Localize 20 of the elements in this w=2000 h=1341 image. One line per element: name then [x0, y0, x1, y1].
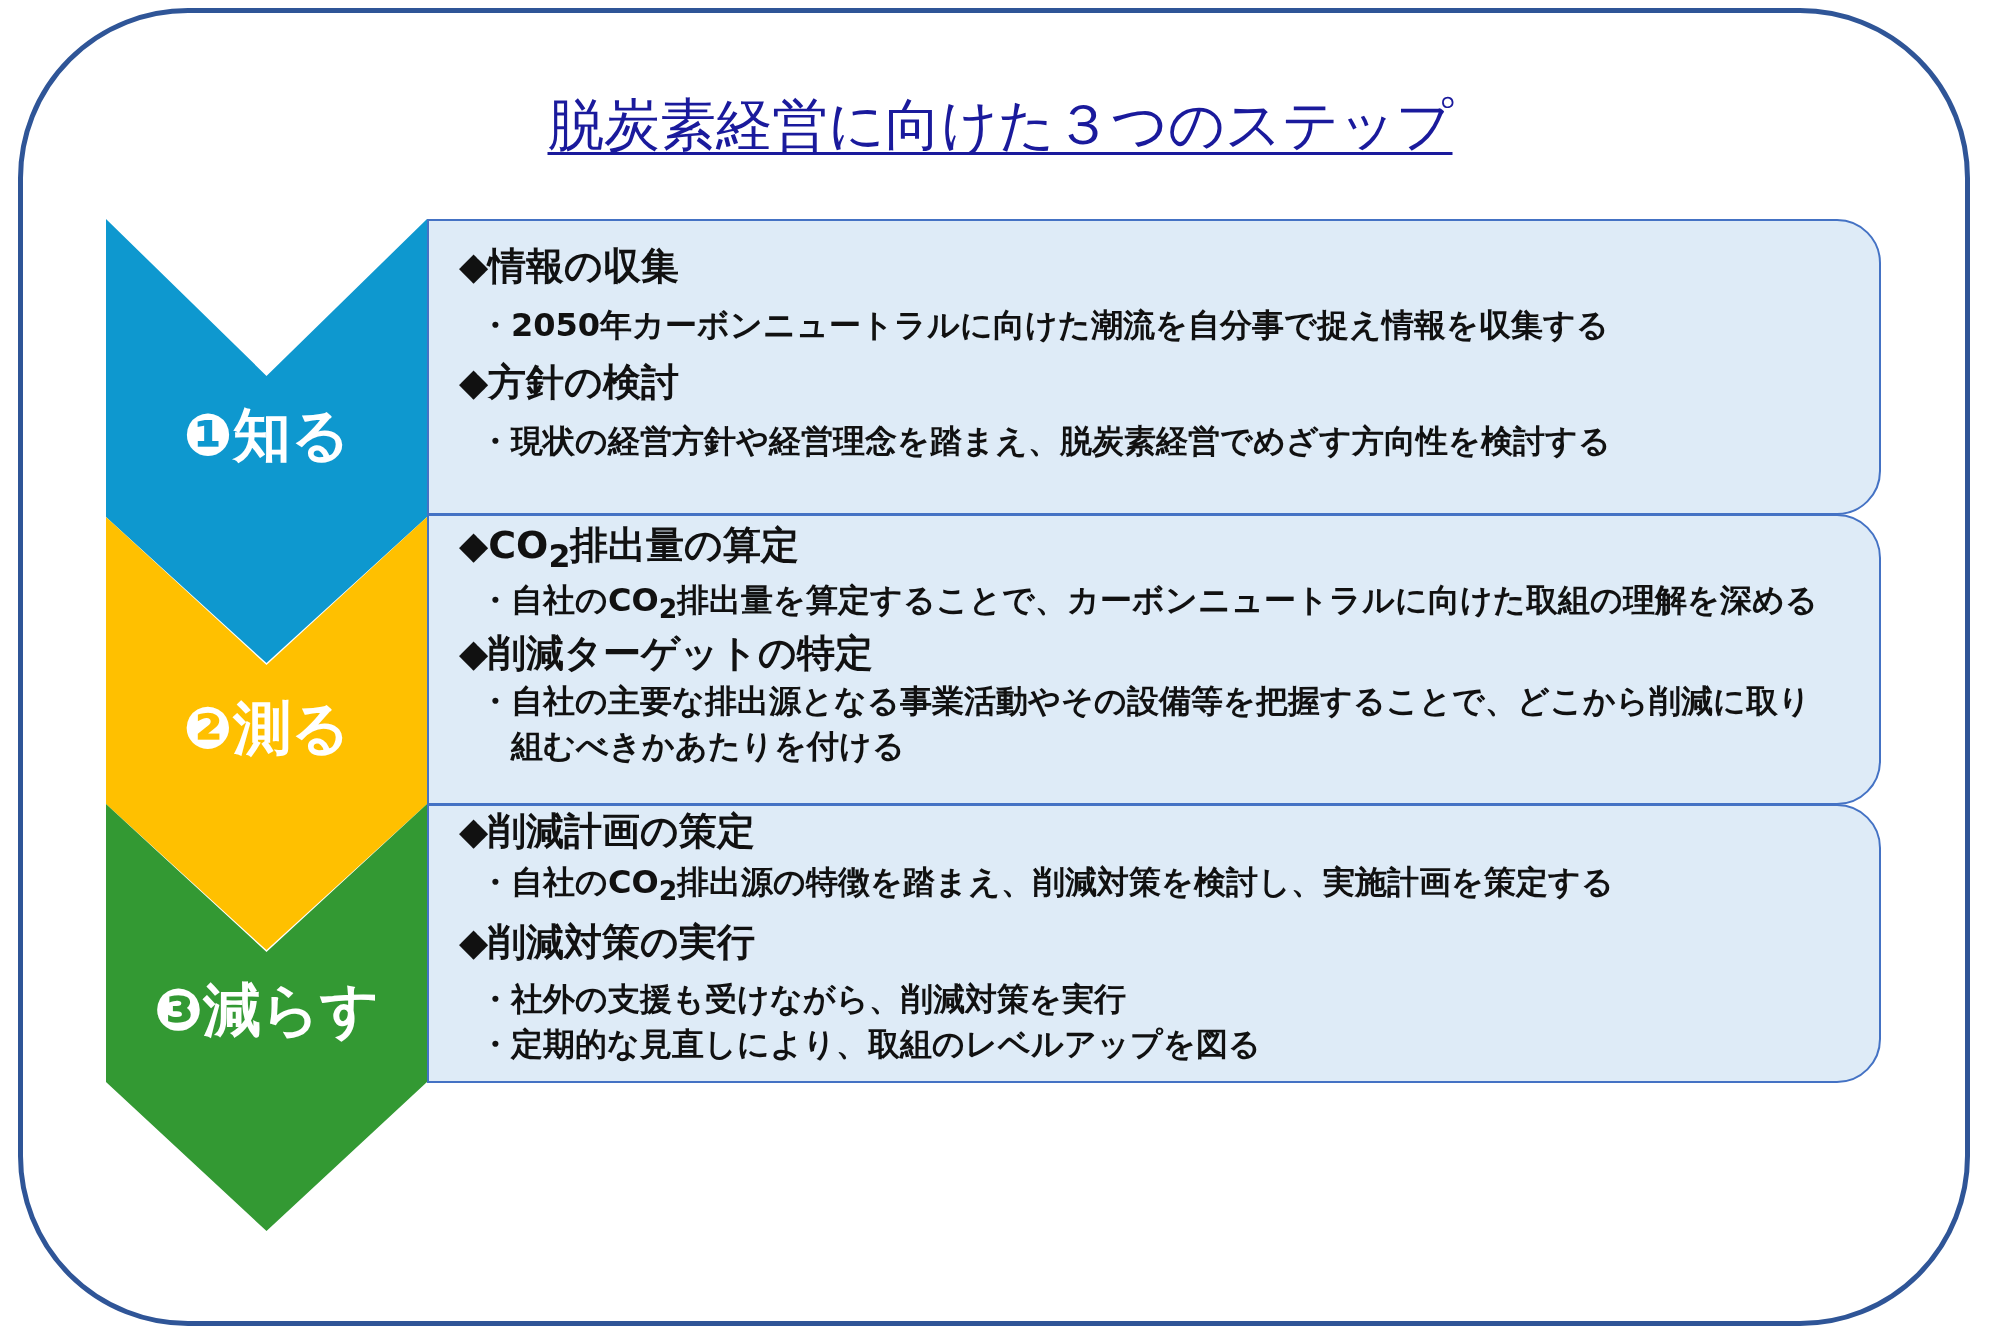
step-label: ❸減らす: [152, 979, 381, 1043]
bullet-text: ・現状の経営方針や経営理念を踏まえ、脱炭素経営でめざす方向性を検討する: [478, 420, 1612, 462]
section-heading: ◆情報の収集: [459, 243, 680, 290]
step-panel: [427, 804, 1881, 1083]
bullet-text: ・自社の主要な排出源となる事業活動やその設備等を把握することで、どこから削減に取り組むべきかあたりを付ける: [478, 681, 1812, 768]
step-label: ❶知る: [182, 404, 351, 468]
section-heading: ◆削減ターゲットの特定: [459, 629, 874, 677]
section-heading: ◆削減対策の実行: [459, 919, 756, 967]
section-heading: ◆CO$_{2}$排出量の算定: [459, 522, 800, 576]
step-panel: [427, 514, 1881, 805]
step-panel: [427, 219, 1881, 515]
step-label: ❷測る: [182, 697, 351, 761]
diagram-title: 脱炭素経営に向けた３つのステップ: [547, 92, 1453, 157]
bullet-text: ・自社のCO$_{2}$排出量を算定することで、カーボンニュートラルに向けた取組の理解を深める: [478, 580, 1820, 627]
bullet-text: ・定期的な見直しにより、取組のレベルアップを図る: [478, 1023, 1262, 1065]
bullet-text: ・自社のCO$_{2}$排出源の特徴を踏まえ、削減対策を検討し、実施計画を策定する: [478, 861, 1616, 908]
bullet-text: ・社外の支援も受けながら、削減対策を実行: [478, 978, 1127, 1020]
section-heading: ◆方針の検討: [459, 359, 680, 407]
section-heading: ◆削減計画の策定: [459, 808, 756, 855]
bullet-text: ・2050年カーボンニュートラルに向けた潮流を自分事で捉え情報を収集する: [478, 304, 1611, 346]
